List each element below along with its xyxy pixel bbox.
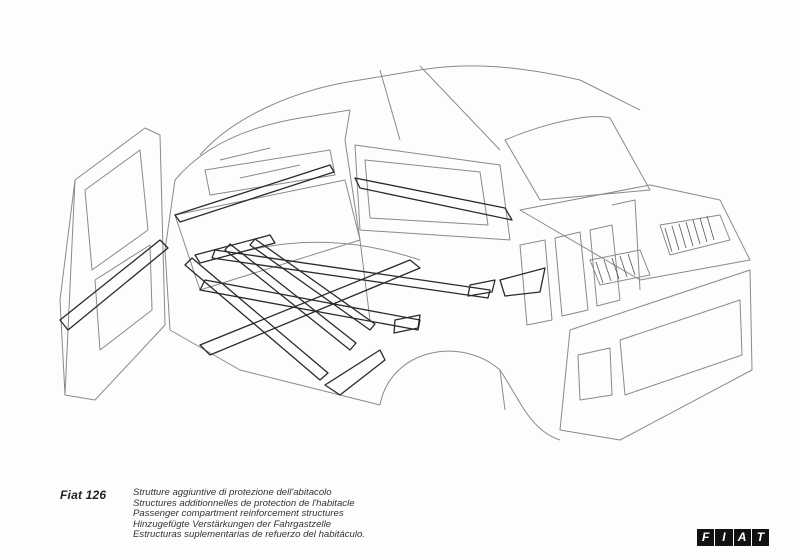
logo-letter: T xyxy=(751,529,769,546)
caption-english: Passenger compartment reinforcement stru… xyxy=(133,508,344,520)
open-door-outline xyxy=(59,127,166,401)
caption-italian: Strutture aggiuntive di protezione dell'… xyxy=(133,487,332,498)
model-title: Fiat 126 xyxy=(60,488,107,502)
logo-letter: F xyxy=(697,529,715,546)
caption-spanish: Estructuras suplementarias de refuerzo d… xyxy=(133,529,365,541)
logo-letter: I xyxy=(715,529,733,546)
caption-german: Hinzugefügte Verstärkungen der Fahrgastz… xyxy=(133,518,332,530)
caption-french: Structures additionnelles de protection … xyxy=(133,497,355,509)
reinforcement-structures xyxy=(59,164,546,396)
engine-lid-vents xyxy=(595,215,715,284)
logo-letter: A xyxy=(733,529,751,546)
fiat-logo: F I A T xyxy=(697,529,769,546)
car-body-outline xyxy=(164,65,753,441)
caption-block: Strutture aggiuntive di protezione dell'… xyxy=(133,487,365,541)
car-cutaway-drawing xyxy=(59,65,753,441)
